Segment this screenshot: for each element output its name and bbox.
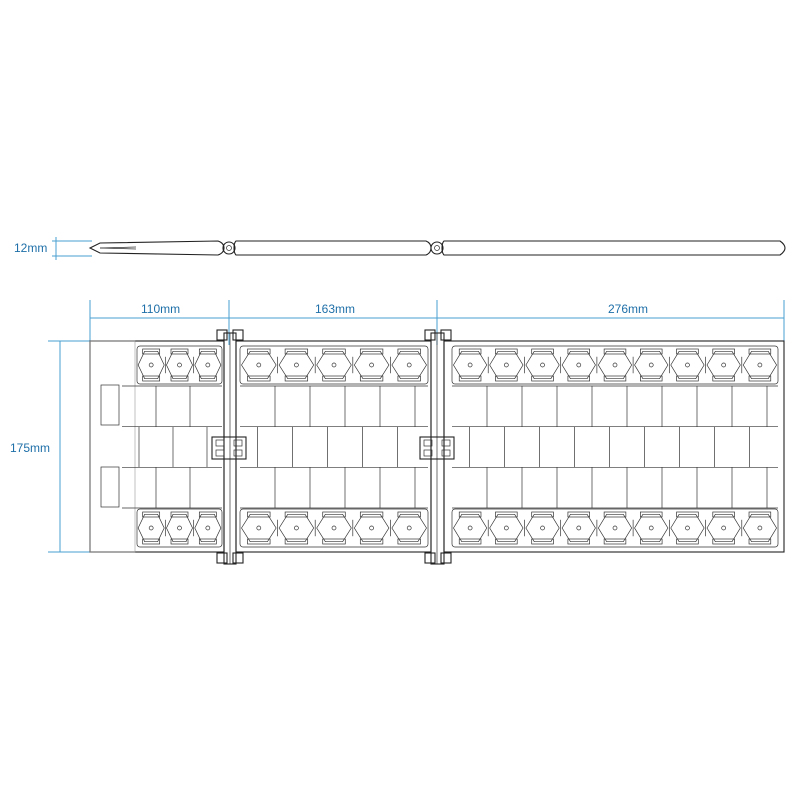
tread-stud [489,348,525,382]
width-dimensions: 110mm 163mm 276mm [89,300,785,345]
tread-stud [453,511,489,545]
tread-stud [166,511,195,545]
tread-stud [634,511,670,545]
tread-stud [670,511,706,545]
tread-stud [316,348,354,382]
tread-stud [670,348,706,382]
tread-stud [278,348,316,382]
top-view [89,329,785,565]
side-segment-end [441,240,786,256]
tread-stud [316,511,354,545]
tread-stud [634,348,670,382]
section-1-width-label: 110mm [141,302,180,316]
tread-stud [137,511,166,545]
side-segment-tapered [88,240,225,256]
height-dimension: 175mm [10,340,90,553]
tread-stud [561,511,598,545]
tread-stud [353,348,391,382]
tread-stud [597,348,634,382]
tread-stud [453,348,489,382]
tread-stud [353,511,391,545]
tread-stud [166,348,195,382]
thickness-label: 12mm [14,241,47,255]
tread-stud [561,348,598,382]
hinge-rail-1 [211,329,247,565]
tread-stud [278,511,316,545]
tread-stud [194,348,222,382]
section-3-width-label: 276mm [608,302,648,316]
side-view: 12mm [14,237,786,260]
hinge-clip-1 [211,436,247,460]
tread-stud [742,348,777,382]
side-hinge-2 [430,241,444,255]
mat-section-1 [89,340,225,553]
side-hinge-1 [222,241,236,255]
tread-stud [194,511,222,545]
section-2-width-label: 163mm [315,302,355,316]
height-label: 175mm [10,441,50,455]
thickness-dimension: 12mm [14,237,92,260]
tread-stud [525,348,562,382]
hinge-clip-2 [419,436,455,460]
tread-stud [391,511,427,545]
tread-stud [597,511,634,545]
hinge-rail-2 [419,329,455,565]
tread-stud [742,511,777,545]
side-segment-middle [233,240,432,256]
tread-stud [391,348,427,382]
tread-stud [241,348,278,382]
tread-stud [525,511,562,545]
tread-stud [137,348,166,382]
mat-section-2 [235,340,432,553]
tread-stud [706,348,743,382]
mat-section-3 [443,340,785,553]
tread-stud [706,511,743,545]
tread-stud [241,511,278,545]
tread-stud [489,511,525,545]
